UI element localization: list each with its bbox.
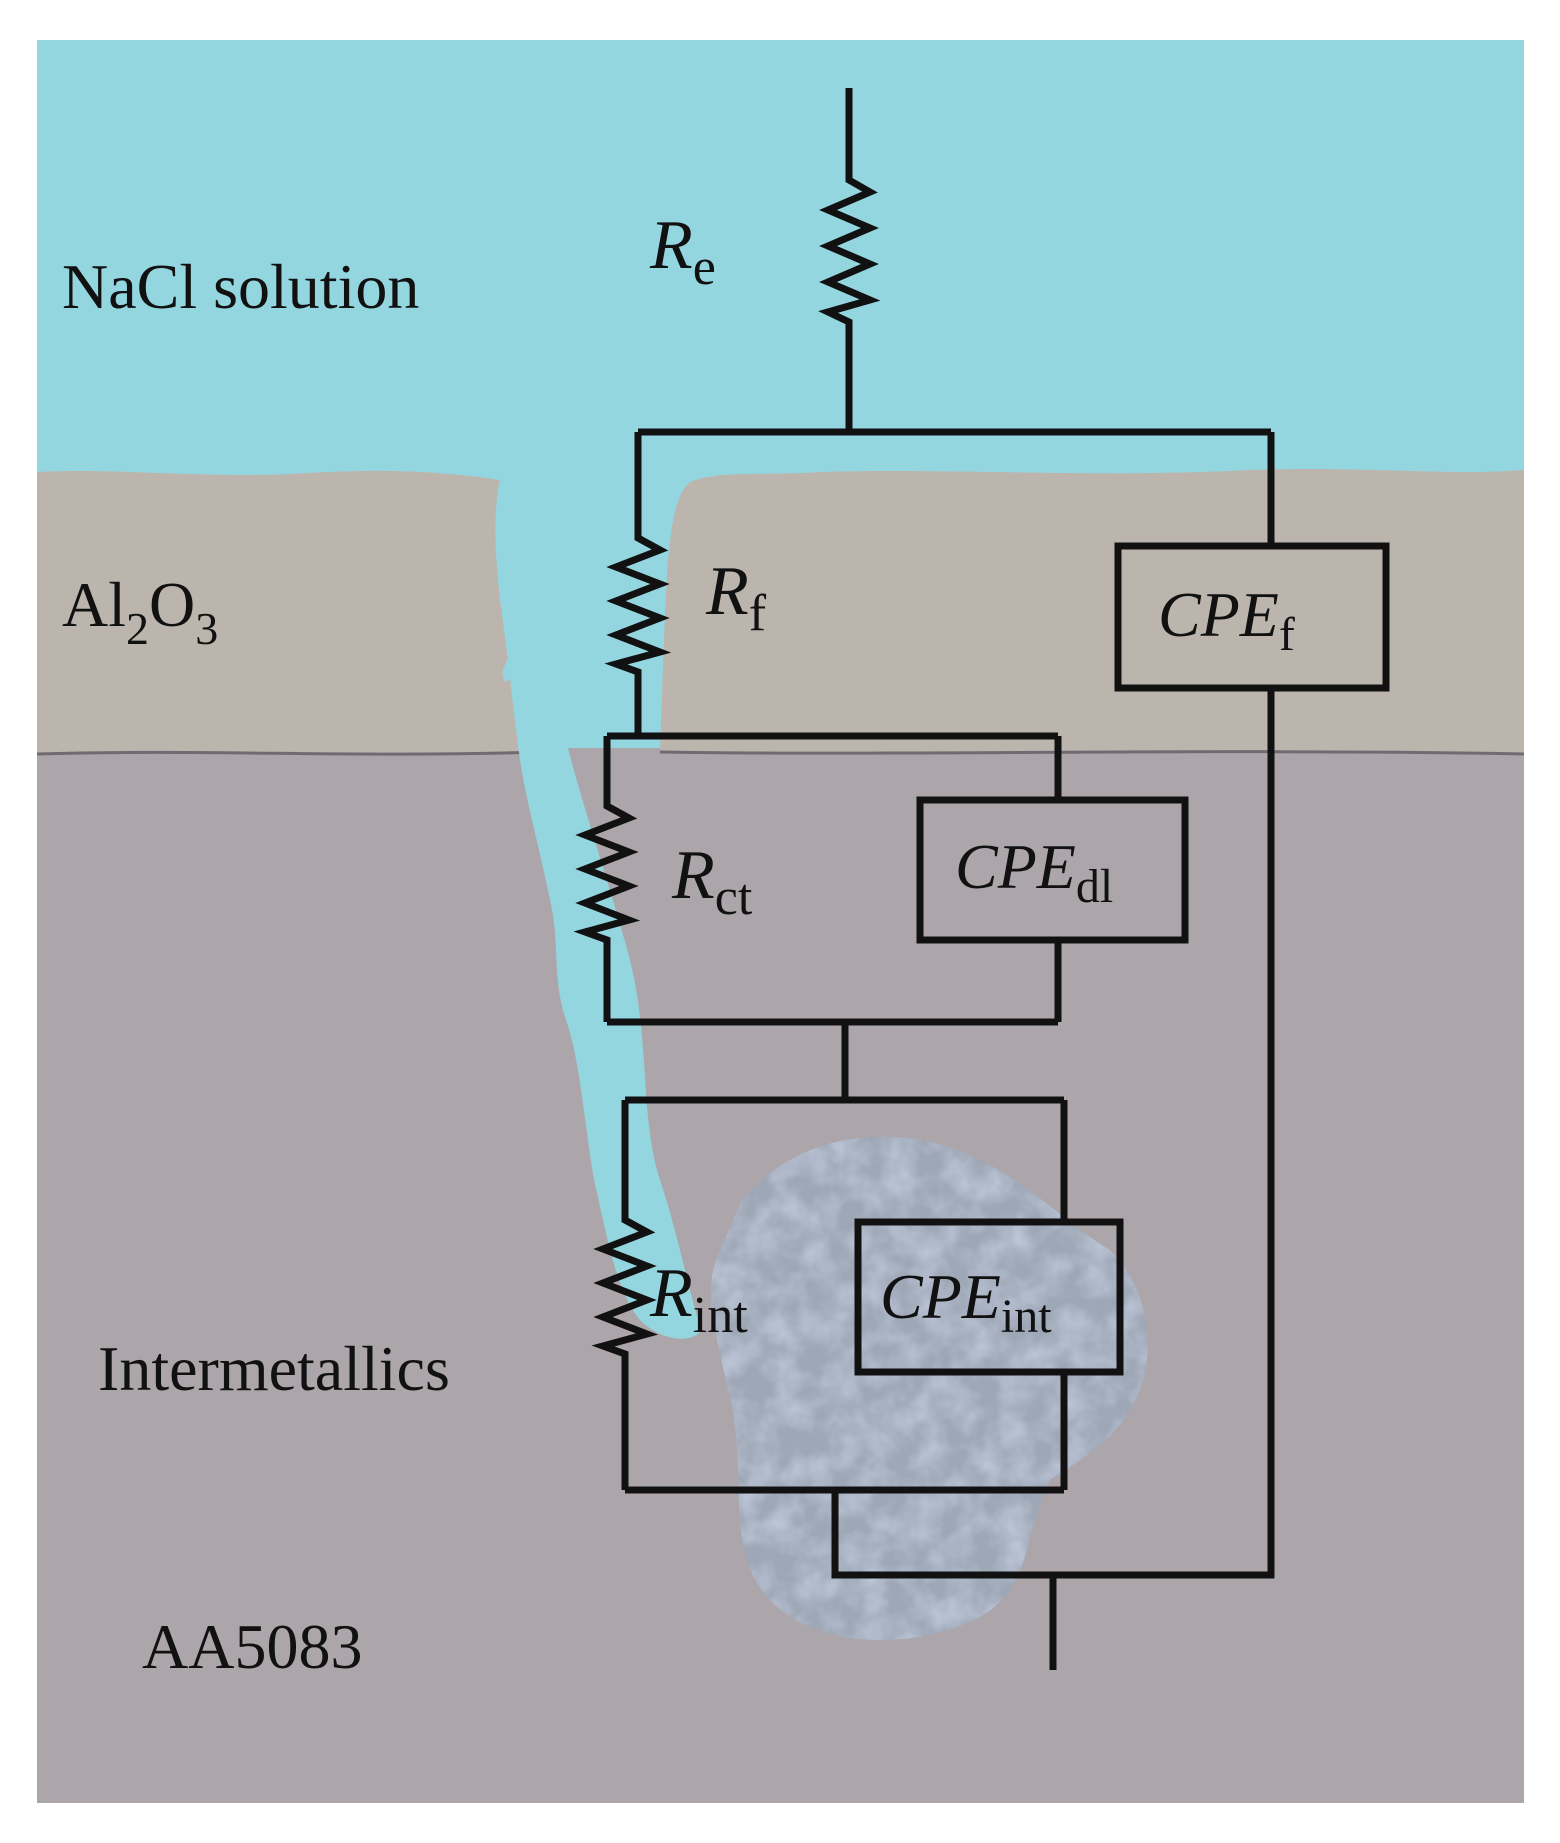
rint-symbol: R [649, 1255, 693, 1332]
label-re: Re [649, 207, 716, 296]
cpe-f-subscript: f [1279, 608, 1295, 661]
cpe-int-symbol: CPE [880, 1261, 1001, 1332]
label-cpe-dl: CPEdl [955, 831, 1113, 913]
wire-rct-branch [573, 736, 641, 1022]
crack-branch [502, 640, 528, 682]
cpe-dl-symbol: CPE [955, 831, 1076, 902]
label-al2o3: Al2O3 [62, 569, 218, 654]
circuit-wires [573, 88, 1275, 1670]
rct-symbol: R [671, 837, 715, 914]
cpe-dl-box [916, 796, 1189, 944]
electrolyte-crack [495, 470, 702, 1339]
intermetallic-texture [710, 1136, 1148, 1640]
cpe-dl-subscript: dl [1076, 860, 1113, 913]
cpe-f-box [1114, 542, 1390, 692]
al2o3-base: Al [62, 569, 126, 640]
wire-rf-branch [604, 432, 672, 736]
label-rf: Rf [705, 553, 767, 642]
al2o3-oxide-left [37, 470, 540, 754]
label-nacl-solution: NaCl solution [62, 251, 419, 322]
label-cpe-f: CPEf [1158, 579, 1295, 661]
al2o3-oxide-right [660, 469, 1524, 754]
cpe-int-box [854, 1218, 1124, 1376]
label-rct: Rct [671, 837, 753, 926]
rct-subscript: ct [715, 869, 753, 926]
label-cpe-int: CPEint [880, 1261, 1052, 1343]
al2o3-sub2: 3 [195, 603, 218, 654]
label-aa5083: AA5083 [142, 1611, 362, 1682]
wire-rint-branch [591, 1100, 659, 1490]
rint-subscript: int [693, 1287, 748, 1344]
rf-subscript: f [749, 585, 767, 642]
cpe-f-symbol: CPE [1158, 579, 1279, 650]
al2o3-sub1: 2 [126, 603, 149, 654]
wire-top-lead [818, 88, 881, 432]
label-rint: Rint [649, 1255, 748, 1344]
re-symbol: R [649, 207, 693, 284]
label-intermetallics: Intermetallics [98, 1333, 450, 1404]
al2o3-mid: O [149, 569, 195, 640]
rf-symbol: R [705, 553, 749, 630]
cpe-int-subscript: int [1001, 1290, 1052, 1343]
material-layers [37, 40, 1524, 1803]
re-subscript: e [693, 239, 716, 296]
